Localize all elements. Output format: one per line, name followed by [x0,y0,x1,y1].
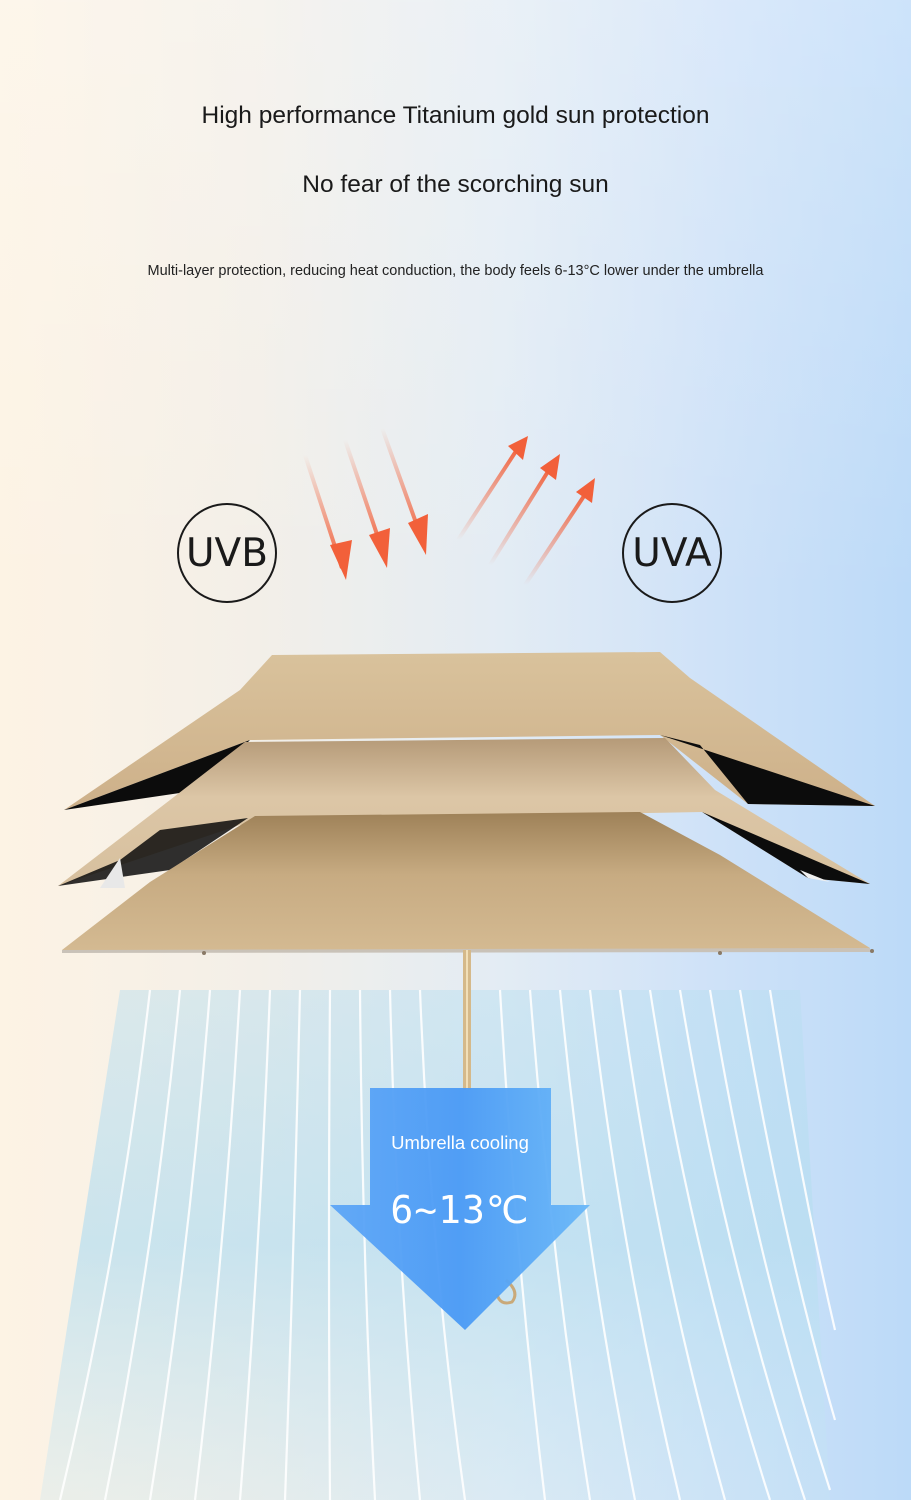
subheadline: No fear of the scorching sun [302,171,609,198]
upward-reflected-rays-arrows [456,436,595,587]
headline: High performance Titanium gold sun prote… [201,102,710,129]
uvb-badge: UVB [177,503,277,603]
uva-label: UVA [632,530,712,576]
cooling-value: 6~13℃ [390,1188,530,1232]
umbrella-canopy [58,652,875,955]
description: Multi-layer protection, reducing heat co… [147,263,764,279]
cooling-arrow-icon [330,1088,590,1330]
umbrella-shaft [463,950,517,1305]
uvb-label: UVB [186,530,268,576]
uva-badge: UVA [622,503,722,603]
cooling-label: Umbrella cooling [391,1132,529,1153]
downward-sun-rays-arrows [303,427,428,580]
